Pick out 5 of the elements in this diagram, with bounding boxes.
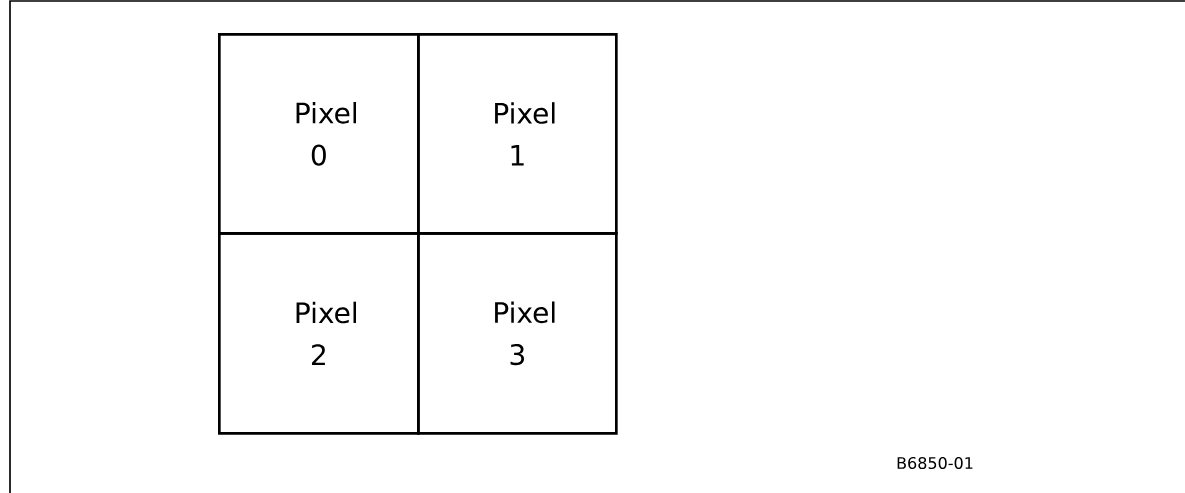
pixel-cell: Pixel 3 <box>417 232 618 435</box>
pixel-cell: Pixel 0 <box>218 33 420 235</box>
pixel-cell: Pixel 1 <box>417 33 618 235</box>
pixel-cell: Pixel 2 <box>218 232 420 435</box>
figure-id: B6850-01 <box>897 456 973 470</box>
